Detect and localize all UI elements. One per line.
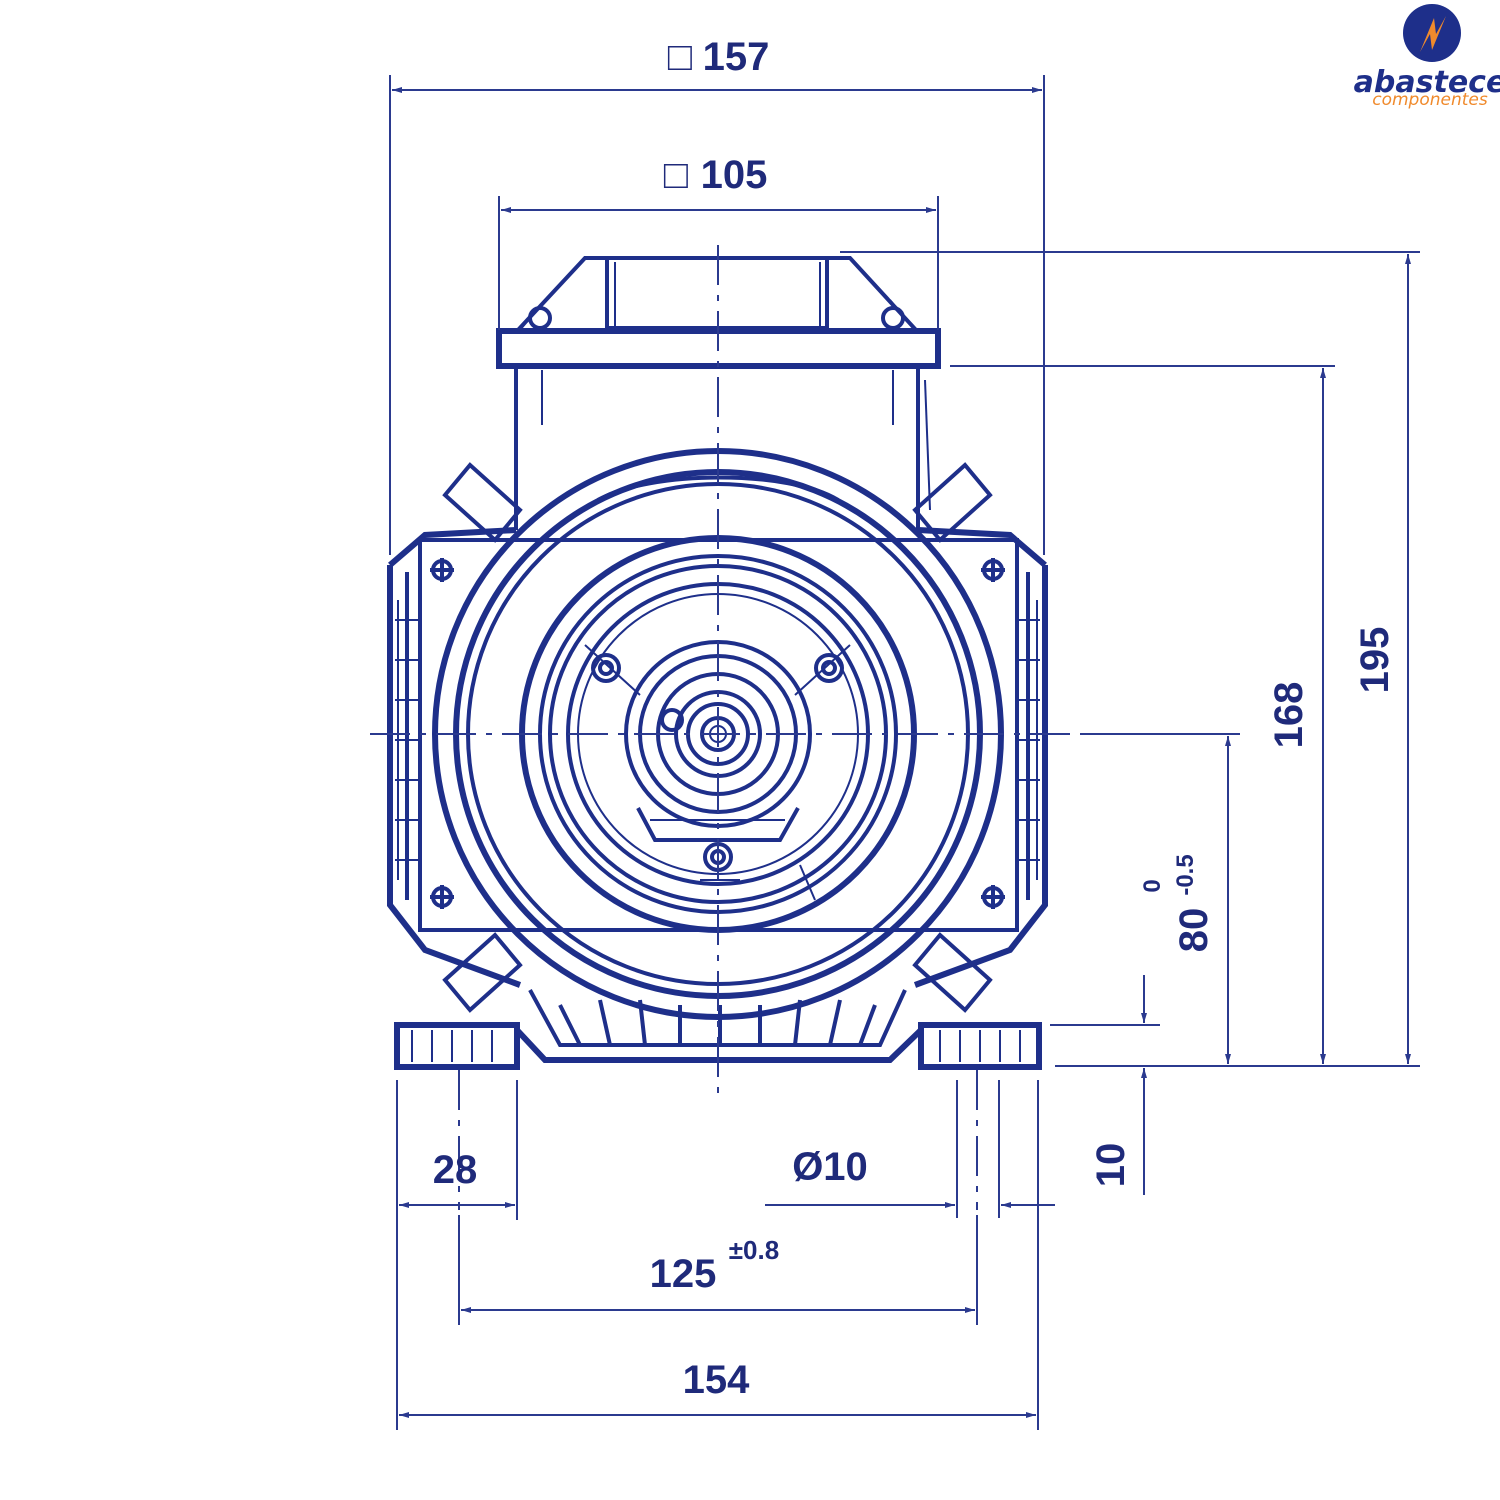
dimension-10: 10: [1050, 975, 1160, 1195]
dimension-157: □ 157: [389, 35, 1045, 555]
dim-80-tol-upper: 0: [1139, 879, 1166, 892]
brand-logo: abastece componentes: [1354, 4, 1500, 110]
dim-125-tolerance: ±0.8: [729, 1235, 779, 1265]
dim-80-tol-lower: -0.5: [1172, 854, 1199, 895]
dimension-105: □ 105: [498, 153, 939, 330]
dimension-hole-diameter: Ø10: [765, 1080, 1055, 1430]
dimension-195: 195: [840, 251, 1420, 1067]
dim-168-value: 168: [1267, 682, 1311, 749]
terminal-box-body: [514, 366, 920, 530]
dimension-125: 125 ±0.8: [458, 1215, 978, 1325]
logo-subtitle: componentes: [1372, 90, 1488, 110]
dim-157-value: 157: [703, 35, 770, 79]
dim-hole-diameter-value: Ø10: [792, 1145, 868, 1189]
mounting-foot-left: [394, 1022, 520, 1070]
dim-157-symbol: □: [668, 35, 692, 79]
dim-80-value: 80: [1172, 908, 1216, 953]
logo-name: abastece: [1354, 65, 1500, 100]
dim-28-value: 28: [433, 1148, 478, 1192]
dim-195-value: 195: [1353, 627, 1397, 694]
dim-105-value: 105: [701, 153, 768, 197]
dim-125-value: 125: [650, 1252, 717, 1296]
lightning-bolt-icon: [1420, 16, 1446, 52]
dimension-28: 28: [396, 1080, 518, 1430]
dim-105-symbol: □: [664, 153, 688, 197]
dimension-154: 154: [399, 1358, 1036, 1418]
motor-frame: [387, 527, 1048, 988]
dimension-168: 168: [950, 365, 1335, 1064]
dimension-80: 80 0 -0.5: [1080, 733, 1240, 1064]
dim-10-value: 10: [1089, 1143, 1133, 1188]
dim-154-value: 154: [683, 1358, 750, 1402]
mounting-foot-right: [918, 1022, 1042, 1070]
